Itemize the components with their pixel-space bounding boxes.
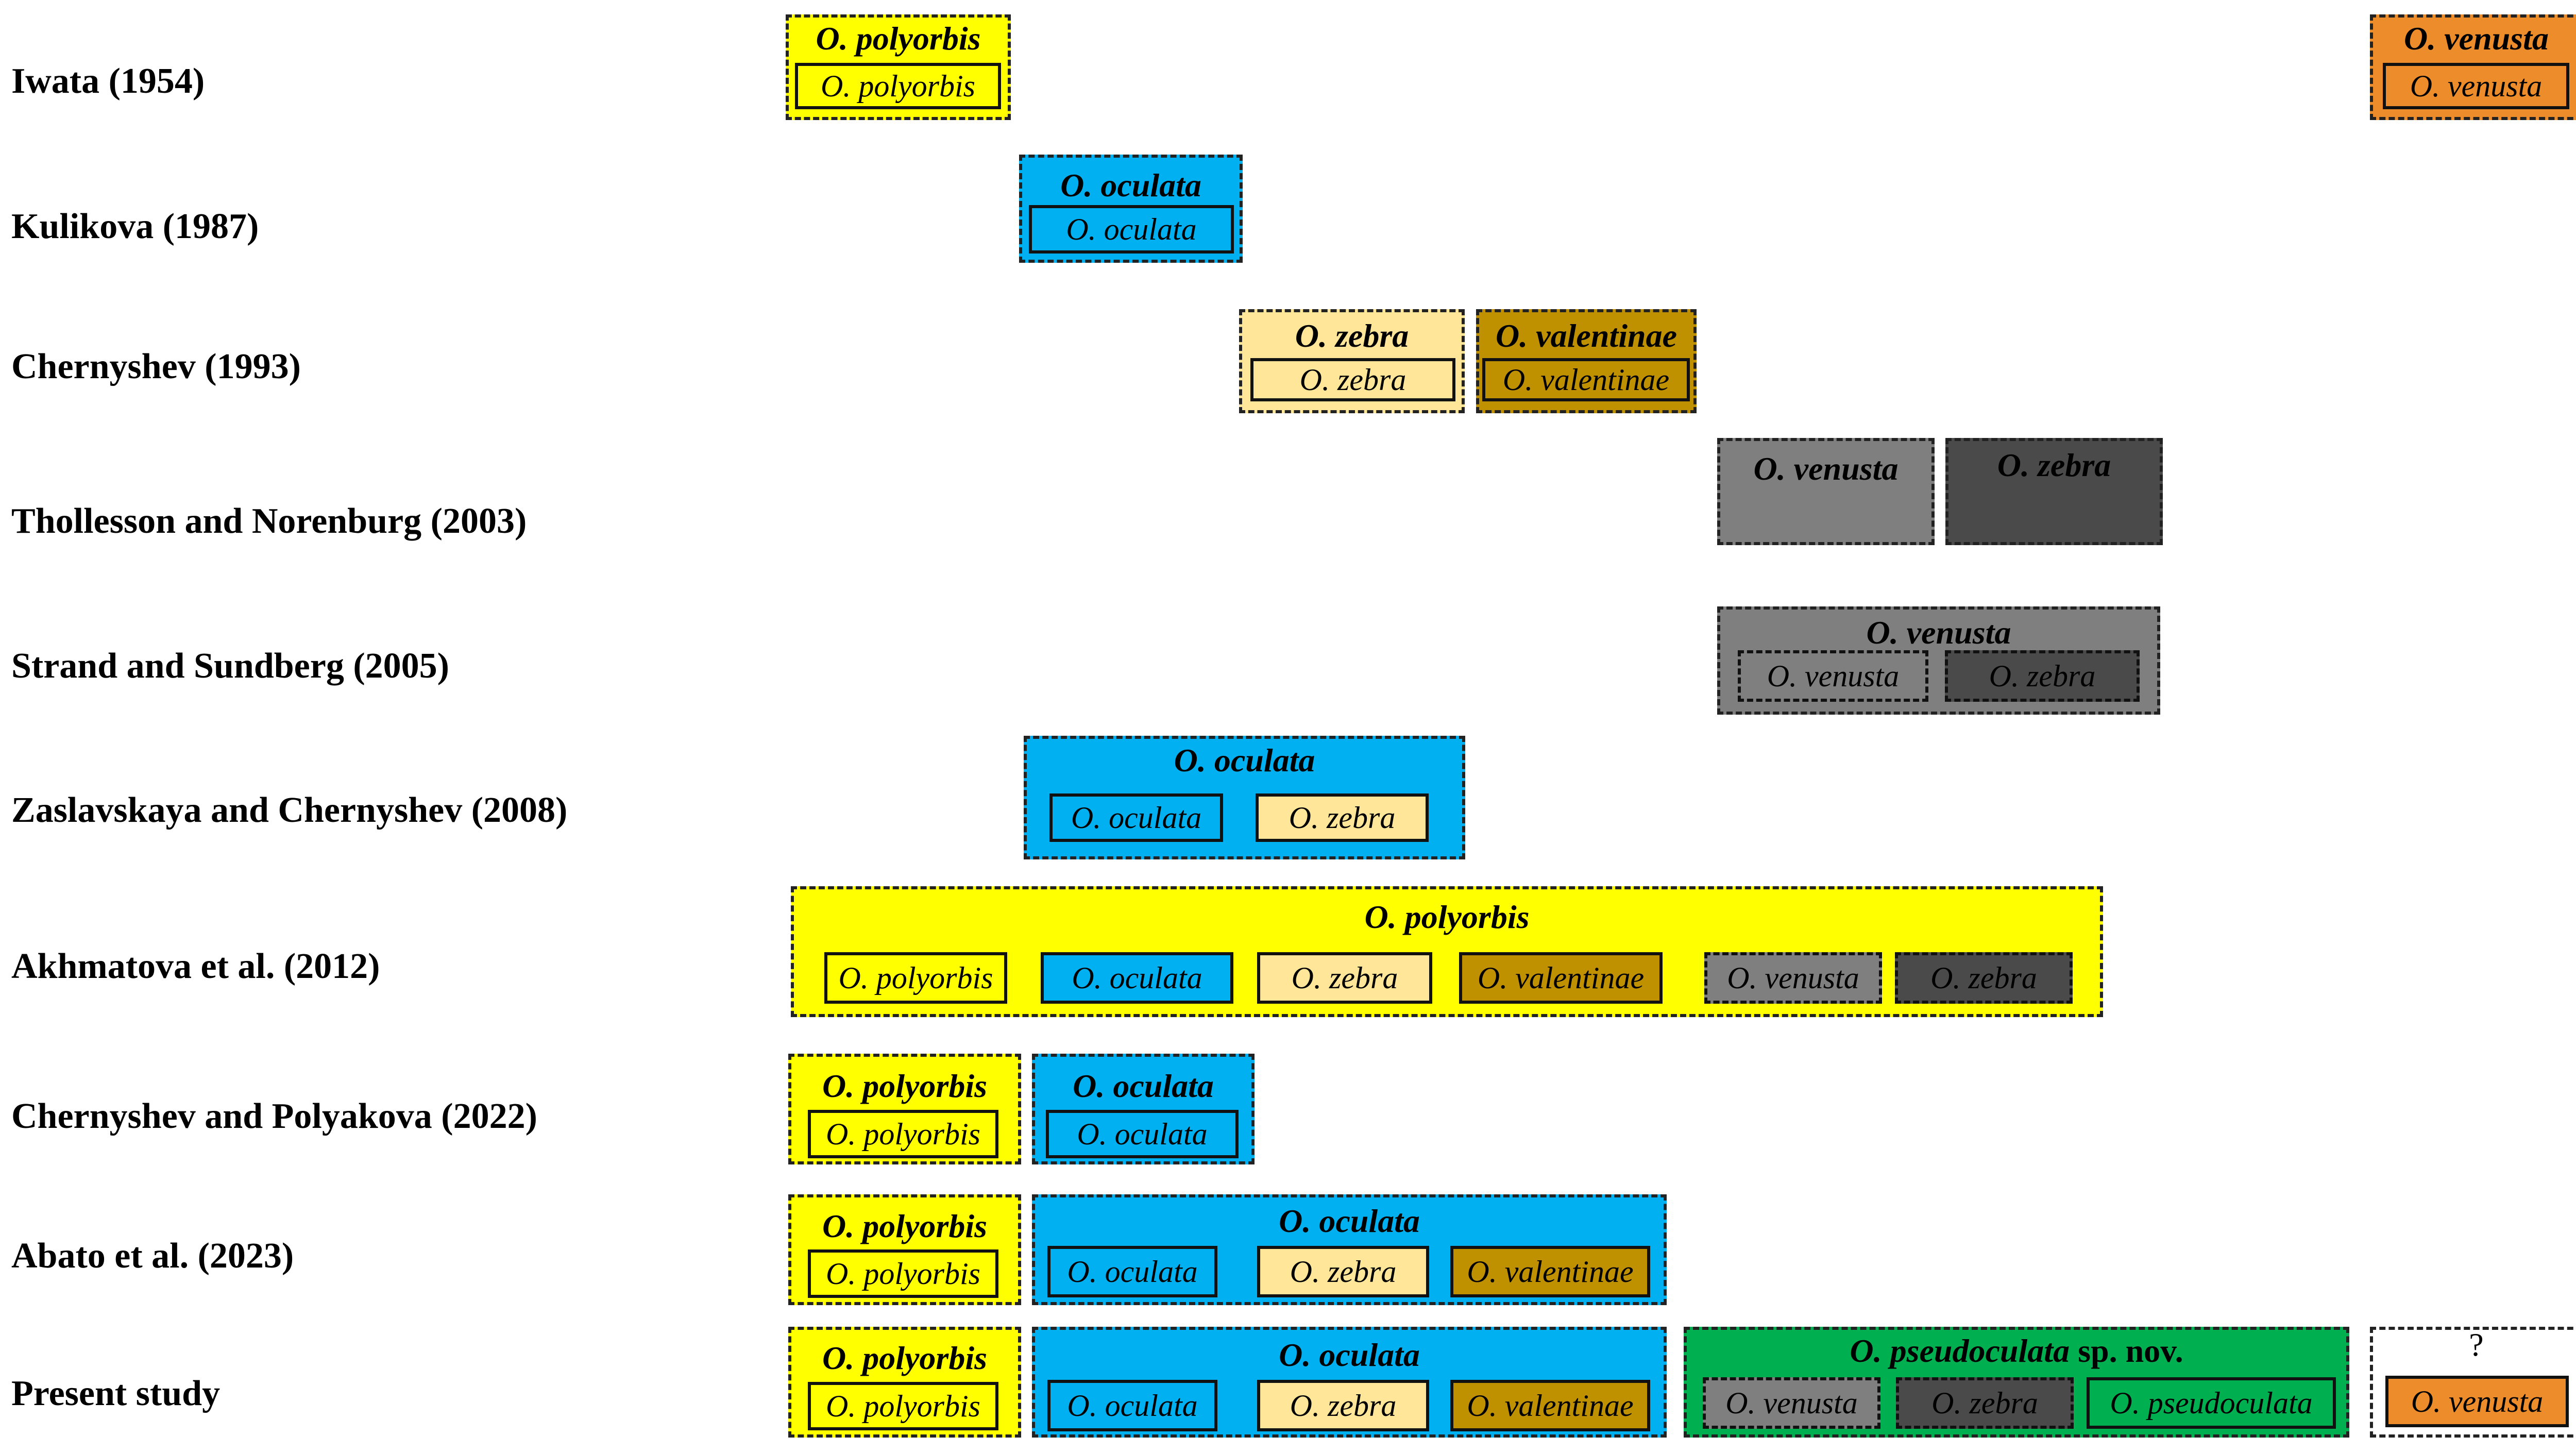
group-title: O. oculata xyxy=(1279,1337,1420,1373)
group-title: O. zebra xyxy=(1997,447,2111,483)
species-chip-o-polyorbis: O. polyorbis xyxy=(808,1249,998,1298)
group-title: O. venusta xyxy=(1753,450,1899,487)
species-group-o-polyorbis xyxy=(791,886,2103,1017)
species-chip-o-oculata: O. oculata xyxy=(1046,1110,1239,1158)
row-label-strand-and-sundberg-2005: Strand and Sundberg (2005) xyxy=(11,646,449,686)
group-title: ? xyxy=(2469,1326,2484,1363)
species-chip-o-venusta: O. venusta xyxy=(2383,63,2569,109)
species-chip-o-zebra: O. zebra xyxy=(1256,793,1429,842)
row-label-akhmatova-et-al-2012: Akhmatova et al. (2012) xyxy=(11,947,380,986)
row-label-present-study: Present study xyxy=(11,1374,221,1413)
group-title: O. oculata xyxy=(1174,742,1315,779)
species-chip-o-pseudoculata: O. pseudoculata xyxy=(2087,1377,2336,1429)
species-chip-o-zebra: O. zebra xyxy=(1257,952,1432,1004)
group-title: O. polyorbis xyxy=(822,1068,987,1104)
group-title: O. venusta xyxy=(1866,614,2011,651)
row-label-thollesson-and-norenburg-2003: Thollesson and Norenburg (2003) xyxy=(11,501,527,541)
species-chip-o-zebra: O. zebra xyxy=(1895,952,2073,1004)
group-title: O. polyorbis xyxy=(822,1340,987,1376)
species-chip-o-oculata: O. oculata xyxy=(1049,793,1223,842)
row-label-zaslavskaya-and-chernyshev-2008: Zaslavskaya and Chernyshev (2008) xyxy=(11,790,568,830)
species-chip-o-polyorbis: O. polyorbis xyxy=(808,1110,998,1158)
species-chip-o-oculata: O. oculata xyxy=(1029,205,1234,254)
species-chip-o-zebra: O. zebra xyxy=(1250,358,1455,401)
species-chip-o-valentinae: O. valentinae xyxy=(1450,1246,1650,1297)
group-title: O. pseudoculata sp. nov. xyxy=(1850,1332,2183,1369)
species-chip-o-venusta: O. venusta xyxy=(1703,1377,1880,1429)
species-chip-o-valentinae: O. valentinae xyxy=(1459,952,1663,1004)
row-label-abato-et-al-2023: Abato et al. (2023) xyxy=(11,1236,294,1276)
species-chip-o-zebra: O. zebra xyxy=(1896,1377,2074,1429)
species-chip-o-venusta: O. venusta xyxy=(1738,650,1928,702)
group-title: O. polyorbis xyxy=(822,1208,987,1244)
group-title: O. oculata xyxy=(1073,1068,1214,1104)
species-chip-o-venusta: O. venusta xyxy=(1704,952,1882,1004)
species-chip-o-valentinae: O. valentinae xyxy=(1450,1380,1650,1431)
row-label-kulikova-1987: Kulikova (1987) xyxy=(11,207,259,246)
group-title: O. oculata xyxy=(1279,1203,1420,1239)
group-title-suffix: sp. nov. xyxy=(2070,1332,2183,1369)
row-label-chernyshev-1993: Chernyshev (1993) xyxy=(11,347,301,386)
row-label-iwata-1954: Iwata (1954) xyxy=(11,61,205,101)
group-title: O. venusta xyxy=(2404,20,2549,57)
group-title: O. oculata xyxy=(1060,167,1201,204)
species-chip-o-zebra: O. zebra xyxy=(1257,1380,1429,1431)
species-chip-o-polyorbis: O. polyorbis xyxy=(795,63,1001,109)
species-chip-o-zebra: O. zebra xyxy=(1257,1246,1429,1297)
species-chip-o-venusta: O. venusta xyxy=(2385,1376,2569,1427)
group-title: O. polyorbis xyxy=(1364,899,1530,935)
group-title: O. valentinae xyxy=(1496,317,1677,354)
species-chip-o-oculata: O. oculata xyxy=(1041,952,1233,1004)
species-chip-o-polyorbis: O. polyorbis xyxy=(824,952,1007,1004)
group-title: O. zebra xyxy=(1295,317,1409,354)
species-chip-o-valentinae: O. valentinae xyxy=(1482,358,1690,401)
species-chip-o-oculata: O. oculata xyxy=(1047,1246,1217,1297)
species-group-o-zebra xyxy=(1945,438,2163,545)
species-chip-o-zebra: O. zebra xyxy=(1945,650,2140,702)
species-chip-o-polyorbis: O. polyorbis xyxy=(808,1382,998,1430)
group-title: O. polyorbis xyxy=(816,20,981,57)
species-chip-o-oculata: O. oculata xyxy=(1047,1380,1217,1431)
species-group-o-venusta xyxy=(1717,438,1935,545)
row-label-chernyshev-and-polyakova-2022: Chernyshev and Polyakova (2022) xyxy=(11,1096,537,1136)
